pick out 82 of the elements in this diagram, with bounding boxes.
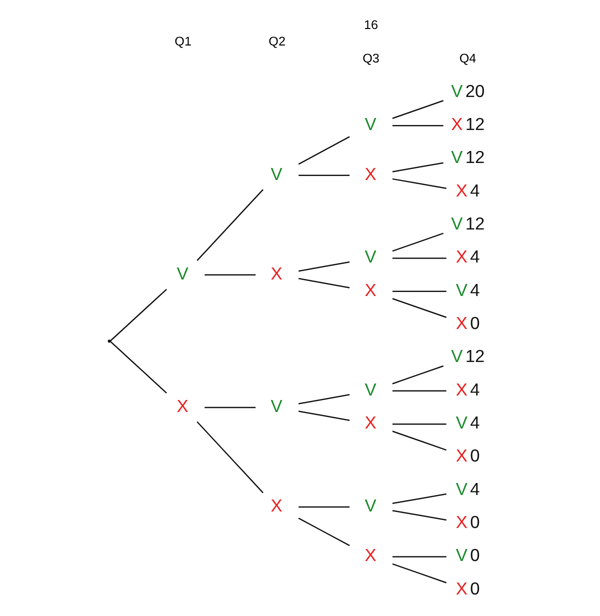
connector <box>392 100 444 119</box>
node-text: V <box>456 412 468 433</box>
node-text: X <box>456 379 468 400</box>
connector <box>298 410 350 421</box>
connector <box>298 174 350 176</box>
connector <box>392 298 447 318</box>
connector <box>392 510 446 521</box>
node-label: 0 <box>470 545 480 566</box>
label: Q1 <box>174 34 192 49</box>
label: Q3 <box>362 51 380 66</box>
connector <box>392 430 447 451</box>
node-text: X <box>456 512 468 532</box>
connector <box>204 406 256 408</box>
node-label: 4 <box>470 246 480 267</box>
connector <box>392 178 446 189</box>
node-text: V <box>176 263 188 284</box>
connector <box>392 162 444 172</box>
connector <box>392 124 444 126</box>
node-text: V <box>364 246 376 267</box>
node-text: V <box>364 379 376 400</box>
node-text: X <box>176 396 188 416</box>
node-text: X <box>364 412 376 433</box>
node-label: 4 <box>470 412 480 433</box>
node-text: X <box>456 578 468 598</box>
node-label: 0 <box>470 313 480 334</box>
connector <box>392 423 446 425</box>
node-label: 0 <box>470 446 480 466</box>
label: Q2 <box>268 34 286 49</box>
connector <box>392 493 446 504</box>
label: Q4 <box>459 51 476 66</box>
node-text: V <box>456 478 468 499</box>
connector <box>392 556 446 558</box>
connector <box>298 278 350 288</box>
node-text: V <box>451 80 463 101</box>
node-label: 0 <box>470 512 480 532</box>
connector <box>110 341 167 394</box>
node-label: 4 <box>470 280 480 300</box>
connector <box>110 288 167 342</box>
node-text: X <box>364 545 376 566</box>
node-text: X <box>451 114 463 134</box>
connector <box>298 261 350 272</box>
node-text: X <box>270 263 282 284</box>
connector <box>392 563 447 584</box>
connector <box>204 274 256 276</box>
node-label: 20 <box>465 80 485 101</box>
label: 16 <box>364 18 378 32</box>
node-text: V <box>451 346 463 366</box>
connector <box>392 232 444 252</box>
node-text: X <box>456 446 468 466</box>
connector <box>298 518 350 546</box>
node-text: V <box>451 214 463 234</box>
node-label: 12 <box>465 346 485 366</box>
node-text: V <box>270 396 282 416</box>
node-text: V <box>456 280 468 300</box>
node-text: V <box>364 114 376 134</box>
node-text: V <box>364 495 376 516</box>
connector <box>298 394 350 404</box>
node-label: 4 <box>470 379 480 400</box>
node-label: 4 <box>470 478 480 499</box>
node-text: X <box>456 180 468 200</box>
node-label: 12 <box>465 147 485 168</box>
connector <box>196 421 264 494</box>
node-text: V <box>270 164 282 184</box>
node-label: 12 <box>465 214 485 234</box>
node-label: 12 <box>465 114 485 134</box>
connector <box>392 365 444 384</box>
node-text: X <box>456 313 468 334</box>
node-label: 0 <box>470 578 480 598</box>
connector <box>196 189 264 262</box>
node-text: X <box>364 164 376 184</box>
connector <box>298 506 350 508</box>
connector <box>392 290 446 292</box>
node-text: V <box>451 147 463 168</box>
connector <box>298 136 350 165</box>
node-text: X <box>456 246 468 267</box>
node-text: V <box>456 545 468 566</box>
connector <box>392 258 446 259</box>
connector <box>392 390 446 392</box>
node-point <box>108 340 111 343</box>
node-text: X <box>364 280 376 300</box>
node-label: 4 <box>470 180 480 200</box>
node-text: X <box>270 495 282 516</box>
